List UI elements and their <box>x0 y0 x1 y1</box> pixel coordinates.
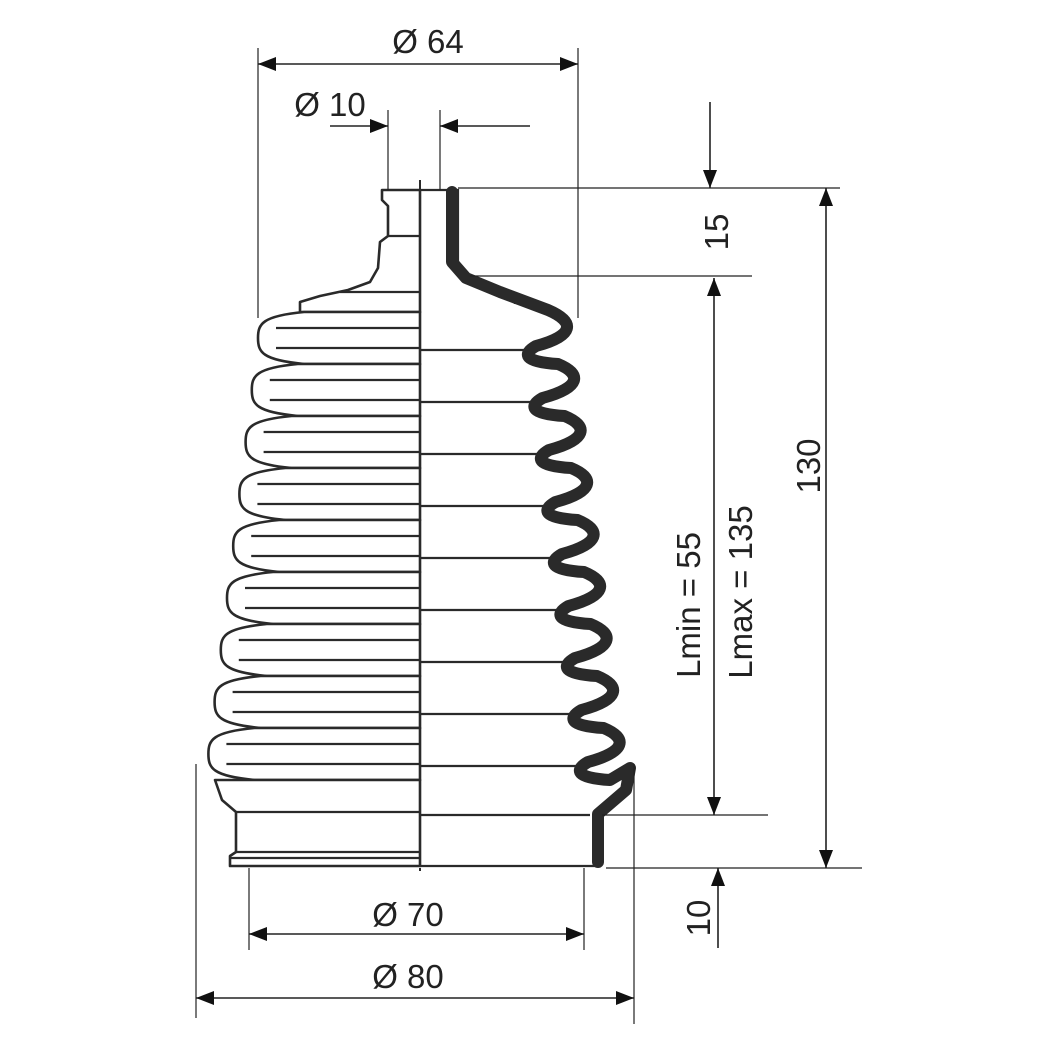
outer-fold <box>231 518 422 574</box>
outer-fold <box>238 466 422 522</box>
dim-height-15: 15 <box>458 102 840 277</box>
outer-fold <box>256 310 422 366</box>
dim-label-lmax: Lmax = 135 <box>722 505 759 678</box>
outer-fold <box>250 362 422 418</box>
dim-length-range: Lmin = 55 Lmax = 135 <box>602 278 768 816</box>
dim-diameter-70: Ø 70 <box>248 868 585 950</box>
dim-label-d80: Ø 80 <box>372 958 444 995</box>
section-inner-lines <box>420 348 600 868</box>
dim-diameter-80: Ø 80 <box>195 764 635 1024</box>
dim-height-130: 130 <box>606 188 862 869</box>
dim-height-10: 10 <box>680 868 725 948</box>
dim-diameter-10: Ø 10 <box>294 86 530 190</box>
dim-label-h15: 15 <box>698 214 735 251</box>
section-wall <box>446 186 636 868</box>
dim-label-d10: Ø 10 <box>294 86 366 123</box>
dim-label-h10: 10 <box>680 900 717 937</box>
outer-fold <box>244 414 422 470</box>
outer-folds <box>207 310 422 782</box>
outer-fold <box>207 726 422 782</box>
bellows-outer-view <box>207 188 422 868</box>
bellows-section-view <box>420 186 636 868</box>
outer-fold <box>219 622 422 678</box>
neck-outline <box>298 188 422 314</box>
dim-label-d70: Ø 70 <box>372 896 444 933</box>
outer-fold <box>225 570 422 626</box>
dim-label-lmin: Lmin = 55 <box>670 532 707 678</box>
dim-label-h130: 130 <box>790 438 827 493</box>
outer-fold <box>213 674 422 730</box>
dim-diameter-64: Ø 64 <box>257 23 579 318</box>
dim-label-d64: Ø 64 <box>392 23 464 60</box>
